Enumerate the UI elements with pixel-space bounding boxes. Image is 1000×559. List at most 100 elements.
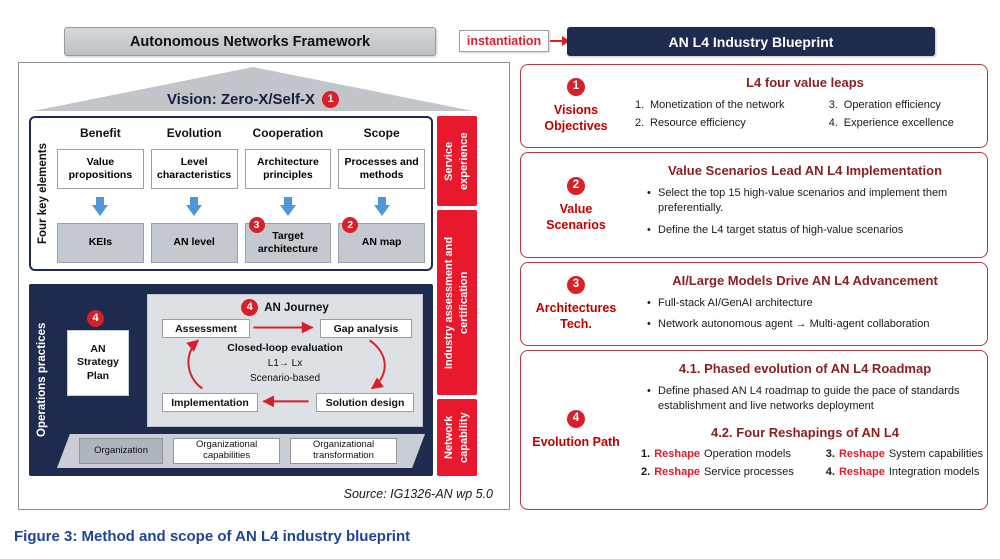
organization-platform: Organization Organizational capabilities… xyxy=(57,434,425,468)
section-side: 3 Architectures Tech. xyxy=(521,263,631,345)
section-title: L4 four value leaps xyxy=(746,75,864,90)
reshape-keyword: Reshape xyxy=(654,465,701,478)
closed-loop-label: Closed-loop evaluation xyxy=(227,342,343,354)
section-side: 4 Evolution Path xyxy=(521,351,631,509)
element-box: Architecture principles xyxy=(244,149,332,189)
levels-label: L1→ Lx xyxy=(267,358,303,369)
vision-roof: Vision: Zero-X/Self-X 1 xyxy=(33,67,473,111)
bullet-list: Select the top 15 high-value scenarios a… xyxy=(631,186,979,239)
column-header: Scope xyxy=(363,126,400,140)
assessment-sidebar: Service experience Industry assessment a… xyxy=(437,116,477,476)
element-box: Processes and methods xyxy=(338,149,425,189)
section-badge: 4 xyxy=(567,409,585,428)
section-content: Value Scenarios Lead AN L4 Implementatio… xyxy=(631,153,979,257)
element-box: Value propositions xyxy=(57,149,144,189)
column-cooperation: Cooperation Architecture principles 3 Ta… xyxy=(244,124,332,263)
element-box: Level characteristics xyxy=(150,149,238,189)
list-item: 2. Resource efficiency xyxy=(635,117,829,129)
assessment-box: Assessment xyxy=(162,319,250,338)
gap-analysis-box: Gap analysis xyxy=(320,319,412,338)
bullet-list: Full-stack AI/GenAI architecture Network… xyxy=(631,296,979,333)
section-content: AI/Large Models Drive AN L4 Advancement … xyxy=(631,263,979,345)
four-key-elements-label: Four key elements xyxy=(37,143,49,244)
reshape-item: 2. Reshape Service processes xyxy=(641,466,826,478)
reshape-item: 4. Reshape Integration models xyxy=(825,465,980,478)
reshape-keyword: Reshape xyxy=(838,447,885,460)
organizational-transformation-box: Organizational transformation xyxy=(290,438,397,464)
column-scope: Scope Processes and methods 2 AN map xyxy=(338,124,425,263)
element-columns: Benefit Value propositions KEIs Evolutio… xyxy=(57,124,425,263)
solution-design-box: Solution design xyxy=(316,393,414,412)
section-side: 2 Value Scenarios xyxy=(521,153,631,257)
instantiation-box: instantiation xyxy=(459,30,549,52)
down-arrow-icon xyxy=(186,197,203,216)
item-number: 4. xyxy=(828,117,838,129)
item-text: Operation models xyxy=(704,447,791,460)
reshape-item: 3. Reshape System capabilities xyxy=(825,447,983,460)
item-text: Operation efficiency xyxy=(843,99,941,111)
result-label: KEIs xyxy=(88,236,113,249)
item-number: 4. xyxy=(825,465,835,478)
column-header: Evolution xyxy=(166,126,222,140)
organization-box: Organization xyxy=(79,438,164,464)
section-content: L4 four value leaps 1. Monetization of t… xyxy=(631,65,979,147)
result-label: Target architecture xyxy=(257,229,318,255)
section-title: AI/Large Models Drive AN L4 Advancement xyxy=(672,273,938,288)
section-title-41: 4.1. Phased evolution of AN L4 Roadmap xyxy=(678,361,932,376)
organizational-capabilities-box: Organizational capabilities xyxy=(173,438,281,464)
reshape-keyword: Reshape xyxy=(654,447,701,460)
section-label: Architectures Tech. xyxy=(535,300,617,331)
item-number: 2. xyxy=(635,117,645,129)
journey-badge: 4 xyxy=(241,299,259,316)
section-title-42: 4.2. Four Reshapings of AN L4 xyxy=(710,424,900,440)
instantiation-label: instantiation xyxy=(466,34,542,48)
result-box: AN level xyxy=(150,223,238,263)
source-note: Source: IG1326-AN wp 5.0 xyxy=(343,487,493,501)
item-text: Experience excellence xyxy=(843,117,954,129)
section-value-scenarios: 2 Value Scenarios Value Scenarios Lead A… xyxy=(520,152,988,258)
bullet-item: Select the top 15 high-value scenarios a… xyxy=(647,186,971,217)
step-badge: 2 xyxy=(342,217,359,233)
vision-title: Vision: Zero-X/Self-X xyxy=(166,91,316,108)
list-item: 1. Monetization of the network xyxy=(635,99,829,111)
framework-panel: Vision: Zero-X/Self-X 1 Four key element… xyxy=(18,62,510,510)
section-badge: 2 xyxy=(567,176,585,195)
an-journey-panel: 4 AN Journey Assessment Gap analysis xyxy=(147,294,423,427)
bullet-item: Network autonomous agent → Multi-agent c… xyxy=(647,317,971,333)
item-text: Integration models xyxy=(888,465,980,478)
section-label: Visions Objectives xyxy=(544,102,608,133)
an-strategy-plan-box: AN Strategy Plan xyxy=(67,330,129,396)
item-number: 3. xyxy=(825,447,835,460)
four-key-elements-box: Four key elements Benefit Value proposit… xyxy=(29,116,433,271)
result-box: 2 AN map xyxy=(338,217,425,263)
list-item: 4. Experience excellence xyxy=(829,117,975,129)
vision-badge: 1 xyxy=(322,91,340,108)
framework-header: Autonomous Networks Framework xyxy=(64,27,436,56)
result-label: AN level xyxy=(173,236,215,249)
reshape-keyword: Reshape xyxy=(838,465,885,478)
right-arrow-icon xyxy=(550,36,570,46)
operations-practices-box: Operations practices 4 AN Strategy Plan … xyxy=(29,284,433,476)
item-text: Monetization of the network xyxy=(650,99,785,111)
result-box: 3 Target architecture xyxy=(244,217,332,263)
network-capability-bar: Network capability xyxy=(437,399,477,476)
framework-header-label: Autonomous Networks Framework xyxy=(129,33,371,50)
section-side: 1 Visions Objectives xyxy=(521,65,631,147)
down-arrow-icon xyxy=(279,197,296,216)
item-text: Service processes xyxy=(704,465,794,478)
bullet-item: Full-stack AI/GenAI architecture xyxy=(647,296,971,312)
result-box: KEIs xyxy=(57,223,144,263)
step-badge: 3 xyxy=(248,217,265,233)
item-number: 1. xyxy=(641,447,651,460)
section-badge: 3 xyxy=(567,275,585,294)
reshape-item: 1. Reshape Operation models xyxy=(641,448,826,460)
an-journey-title: 4 AN Journey xyxy=(148,299,422,316)
bullet-item: Define phased AN L4 roadmap to guide the… xyxy=(647,384,971,415)
blueprint-header: AN L4 Industry Blueprint xyxy=(567,27,935,56)
section-title: Value Scenarios Lead AN L4 Implementatio… xyxy=(667,163,943,178)
service-experience-bar: Service experience xyxy=(437,116,477,206)
section-badge: 1 xyxy=(567,77,585,96)
item-number: 3. xyxy=(828,99,838,111)
item-number: 1. xyxy=(635,99,645,111)
